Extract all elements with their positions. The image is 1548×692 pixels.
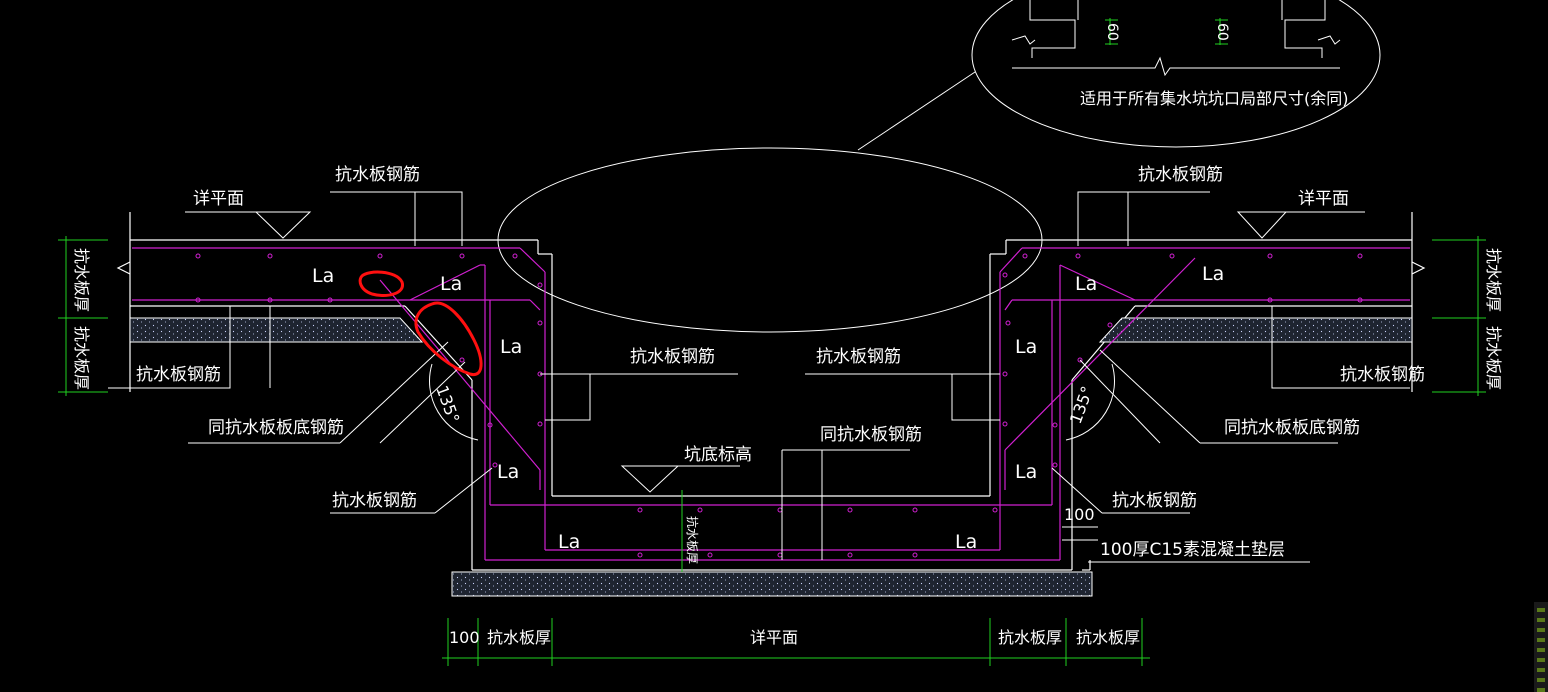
dim-bottom-thk-3: 抗水板厚: [1076, 628, 1140, 647]
dimension-lines: [58, 236, 1486, 666]
label-rebar-mid-right: 抗水板钢筋: [1112, 491, 1197, 511]
label-cushion: 100厚C15素混凝土垫层: [1100, 540, 1285, 560]
dim-bottom-thk-2: 抗水板厚: [998, 628, 1062, 647]
label-la-3: La: [500, 336, 522, 358]
label-same-bottom-right: 同抗水板板底钢筋: [1224, 418, 1360, 438]
markup-circle-1: [358, 270, 404, 297]
label-la-7: La: [1202, 263, 1224, 285]
callout-ellipse: [497, 147, 1043, 333]
label-same-bottom-left: 同抗水板板底钢筋: [208, 418, 344, 438]
label-rebar-mid-left: 抗水板钢筋: [332, 491, 417, 511]
text-labels: 抗水板钢筋 抗水板钢筋 详平面 详平面 抗水板钢筋 抗水板钢筋 抗水板钢筋 抗水…: [72, 165, 1503, 647]
label-rebar-inner-left: 抗水板钢筋: [630, 347, 715, 367]
detail-note: 适用于所有集水坑坑口局部尺寸(余同): [1080, 89, 1349, 108]
rebar-dots: [195, 253, 1363, 558]
label-rebar-top-left: 抗水板钢筋: [335, 165, 420, 185]
detail-ellipse: [971, 0, 1381, 148]
label-thickness-left-2: 抗水板厚: [72, 326, 91, 390]
label-angle-right: 135°: [1066, 384, 1097, 427]
dim-bottom-100: 100: [449, 628, 480, 647]
label-rebar-lower-left: 抗水板钢筋: [136, 365, 221, 385]
label-la-8: La: [1015, 336, 1037, 358]
markup-circle-2: [414, 301, 483, 376]
cushion-left: [129, 317, 424, 343]
label-plan-right: 详平面: [1298, 189, 1349, 209]
dim-60-right: 60: [1214, 23, 1230, 41]
label-la-1: La: [312, 265, 334, 287]
dim-bottom-thk-1: 抗水板厚: [487, 628, 551, 647]
leader-lines: [108, 191, 1410, 563]
rebar-lines: [132, 247, 1410, 561]
label-la-6: La: [1075, 273, 1097, 295]
label-angle-left: 135°: [432, 383, 463, 426]
label-rebar-lower-right: 抗水板钢筋: [1340, 365, 1425, 385]
label-rebar-top-right: 抗水板钢筋: [1138, 165, 1223, 185]
label-la-10: La: [955, 531, 977, 553]
scrollbar[interactable]: [1534, 602, 1548, 692]
dim-60-left: 60: [1104, 23, 1120, 41]
label-plan-left: 详平面: [193, 189, 244, 209]
cushion-right: [1098, 317, 1413, 343]
cushion-bottom: [451, 571, 1093, 597]
label-thickness-left-1: 抗水板厚: [72, 248, 91, 312]
detail-leader: [857, 71, 976, 151]
label-thickness-center: 抗水板厚: [685, 516, 700, 564]
red-markup: [358, 270, 483, 376]
dim-bottom-plan: 详平面: [750, 628, 798, 647]
label-thickness-right-1: 抗水板厚: [1484, 248, 1503, 312]
cushion-layers: [129, 317, 1413, 597]
label-la-9: La: [1015, 461, 1037, 483]
label-la-2: La: [440, 273, 462, 295]
label-same-rebar-center: 同抗水板钢筋: [820, 425, 922, 445]
label-la-4: La: [497, 461, 519, 483]
label-dim-100-right: 100: [1064, 505, 1095, 524]
label-rebar-inner-right: 抗水板钢筋: [816, 347, 901, 367]
label-pit-bottom-elev: 坑底标高: [684, 445, 752, 465]
label-la-5: La: [558, 531, 580, 553]
detail-callout: [857, 0, 1381, 151]
label-thickness-right-2: 抗水板厚: [1484, 326, 1503, 390]
detail-break-line: [1012, 56, 1340, 77]
